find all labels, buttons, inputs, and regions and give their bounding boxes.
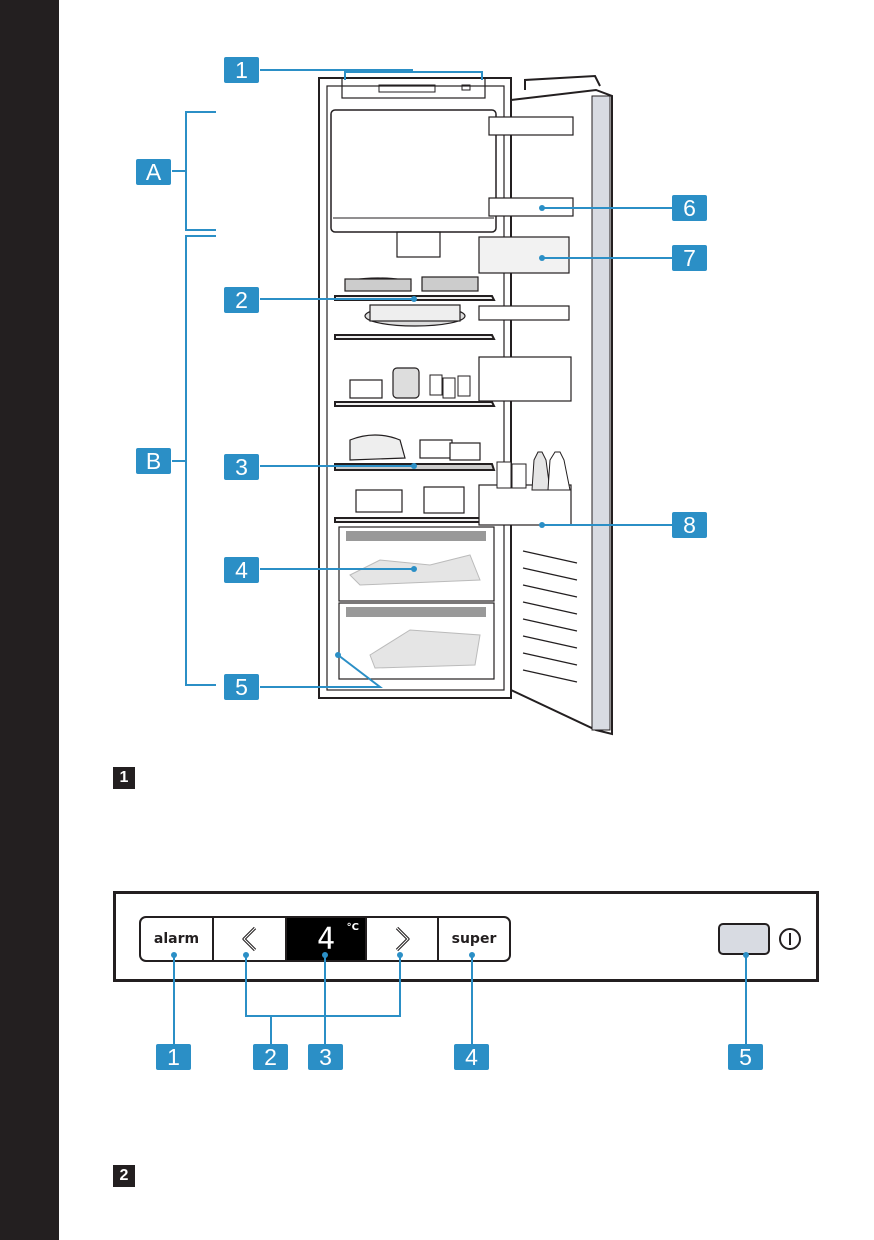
fridge-illustration bbox=[172, 69, 672, 736]
control-button-group: alarm 4 °C super bbox=[139, 916, 511, 962]
chevron-right-icon bbox=[395, 926, 410, 952]
leader-lines bbox=[172, 69, 672, 688]
temp-up-button[interactable] bbox=[367, 918, 439, 960]
mini-control-buttons bbox=[378, 84, 436, 93]
callout-1-control-panel: 1 bbox=[224, 57, 259, 83]
panel-callout-4-super: 4 bbox=[454, 1044, 489, 1070]
zone-label-a: A bbox=[136, 159, 171, 185]
zone-label-b: B bbox=[136, 448, 171, 474]
chevron-left-icon bbox=[241, 926, 256, 952]
shelf-5 bbox=[334, 517, 496, 523]
callout-5-drawer: 5 bbox=[224, 674, 259, 700]
shelf-3 bbox=[334, 401, 496, 407]
callout-7-butter-compartment: 7 bbox=[672, 245, 707, 271]
alarm-button[interactable]: alarm bbox=[141, 918, 214, 960]
control-panel: alarm 4 °C super bbox=[113, 891, 819, 982]
power-button[interactable] bbox=[718, 923, 770, 955]
panel-callout-5-power: 5 bbox=[728, 1044, 763, 1070]
temperature-unit: °C bbox=[346, 922, 359, 933]
shelf-2 bbox=[334, 334, 496, 340]
door-vents bbox=[522, 550, 578, 683]
figure-2-badge: 2 bbox=[113, 1165, 135, 1187]
panel-callout-1-alarm: 1 bbox=[156, 1044, 191, 1070]
mini-power-button bbox=[461, 84, 471, 91]
temperature-display: 4 °C bbox=[287, 918, 367, 960]
drawer-upper bbox=[338, 526, 495, 602]
callout-3-shelf: 3 bbox=[224, 454, 259, 480]
callout-8-bottle-shelf: 8 bbox=[672, 512, 707, 538]
freezer-compartment bbox=[330, 109, 497, 233]
super-button[interactable]: super bbox=[451, 931, 497, 947]
callout-4-drawer: 4 bbox=[224, 557, 259, 583]
drawer-lower bbox=[338, 602, 495, 680]
callout-6-door-shelf: 6 bbox=[672, 195, 707, 221]
page-sidebar-bar bbox=[0, 0, 59, 1240]
temp-down-button[interactable] bbox=[214, 918, 287, 960]
callout-2-shelf: 2 bbox=[224, 287, 259, 313]
temperature-value: 4 bbox=[316, 921, 336, 957]
power-icon bbox=[779, 928, 801, 950]
panel-callout-2-arrows: 2 bbox=[253, 1044, 288, 1070]
top-control-strip bbox=[341, 77, 486, 99]
figure-1-badge: 1 bbox=[113, 767, 135, 789]
panel-callout-3-display: 3 bbox=[308, 1044, 343, 1070]
